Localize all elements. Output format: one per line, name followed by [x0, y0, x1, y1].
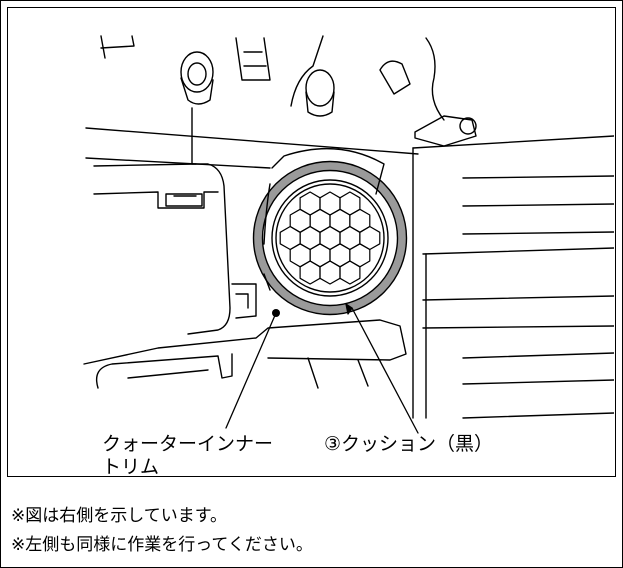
speaker-grille [252, 148, 408, 316]
cushion-label: ③クッション（黒） [324, 433, 494, 455]
quarter-inner-trim [83, 107, 407, 389]
trim-label-line1: クォーターインナー [102, 433, 274, 455]
honeycomb-cell [319, 260, 341, 285]
honeycomb-cell [299, 260, 321, 285]
note-left-side: ※左側も同様に作業を行ってください。 [11, 535, 313, 555]
trim-label-line2: トリム [102, 456, 160, 478]
honeycomb [279, 191, 381, 285]
upper-clips [100, 35, 477, 147]
vehicle-interior-illustration [83, 35, 614, 434]
panel-lines [85, 127, 614, 419]
diagram-panel: クォーターインナー トリム ③クッション（黒） [7, 7, 616, 478]
leader-lines [225, 303, 419, 434]
honeycomb-cell [339, 260, 361, 285]
note-right-side: ※図は右側を示しています。 [11, 506, 228, 526]
